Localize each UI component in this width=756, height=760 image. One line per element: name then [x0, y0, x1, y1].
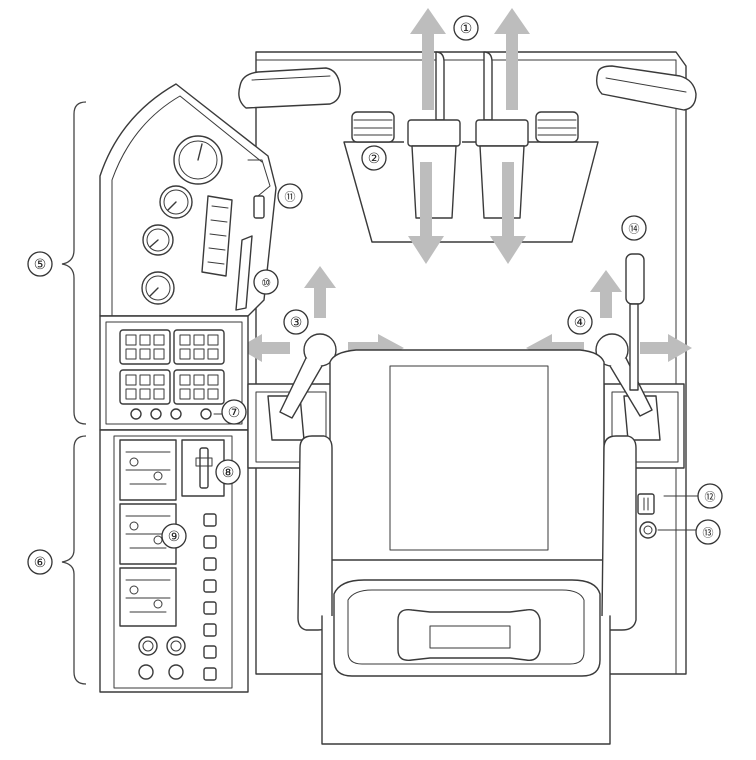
callout-7-label: ⑦ — [228, 405, 241, 421]
callout-6: ⑥ — [27, 549, 53, 575]
brace-group-6 — [61, 435, 87, 685]
callout-11-label: ⑪ — [285, 191, 296, 204]
gauge-small-3 — [141, 271, 175, 305]
gauge-small-1 — [159, 185, 193, 219]
callout-10: ⑩ — [253, 269, 279, 295]
callout-9-label: ⑨ — [168, 529, 181, 545]
callout-14: ⑭ — [621, 215, 647, 241]
indicator-lamp-column — [201, 195, 233, 277]
callout-1: ① — [453, 15, 479, 41]
callout-5: ⑤ — [27, 251, 53, 277]
callout-12: ⑫ — [697, 483, 723, 509]
indicator-strip-10 — [235, 235, 253, 311]
travel-pedal-left[interactable] — [351, 111, 395, 143]
callout-7: ⑦ — [221, 399, 247, 425]
callout-13-label: ⑬ — [703, 527, 714, 540]
lever-14[interactable] — [625, 253, 645, 391]
operator-seat — [297, 349, 637, 745]
button-column[interactable] — [203, 513, 217, 681]
switch-group-4[interactable] — [173, 369, 225, 405]
brace-group-5 — [61, 101, 87, 425]
callout-10-label: ⑩ — [261, 277, 271, 290]
callout-12-label: ⑫ — [705, 491, 716, 504]
right-armrest — [595, 65, 697, 111]
switch-group-1[interactable] — [119, 329, 171, 365]
callout-1-label: ① — [460, 21, 473, 37]
callout-3: ③ — [283, 309, 309, 335]
callout-9: ⑨ — [161, 523, 187, 549]
callout-11: ⑪ — [277, 183, 303, 209]
callout-3-label: ③ — [290, 315, 303, 331]
throttle-dial-8[interactable] — [181, 439, 225, 497]
callout-2-label: ② — [368, 151, 381, 167]
gauge-large — [173, 135, 223, 185]
button-13[interactable] — [639, 521, 657, 539]
switch-group-2[interactable] — [173, 329, 225, 365]
callout-14-label: ⑭ — [629, 223, 640, 236]
switch-12[interactable] — [637, 493, 655, 515]
callout-2: ② — [361, 145, 387, 171]
travel-pedal-right[interactable] — [535, 111, 579, 143]
console-knobs[interactable] — [138, 636, 186, 680]
gauge-small-2 — [142, 224, 174, 256]
switch-11[interactable] — [253, 195, 265, 219]
callout-8: ⑧ — [215, 459, 241, 485]
left-armrest — [238, 67, 341, 109]
left-joystick-3[interactable] — [279, 333, 337, 419]
leader-lines — [213, 413, 699, 531]
callout-8-label: ⑧ — [222, 465, 235, 481]
callout-13: ⑬ — [695, 519, 721, 545]
callout-4-label: ④ — [574, 315, 587, 331]
switch-group-3[interactable] — [119, 369, 171, 405]
callout-5-label: ⑤ — [34, 257, 47, 273]
callout-4: ④ — [567, 309, 593, 335]
callout-6-label: ⑥ — [34, 555, 47, 571]
knob-row-7[interactable] — [130, 408, 212, 420]
